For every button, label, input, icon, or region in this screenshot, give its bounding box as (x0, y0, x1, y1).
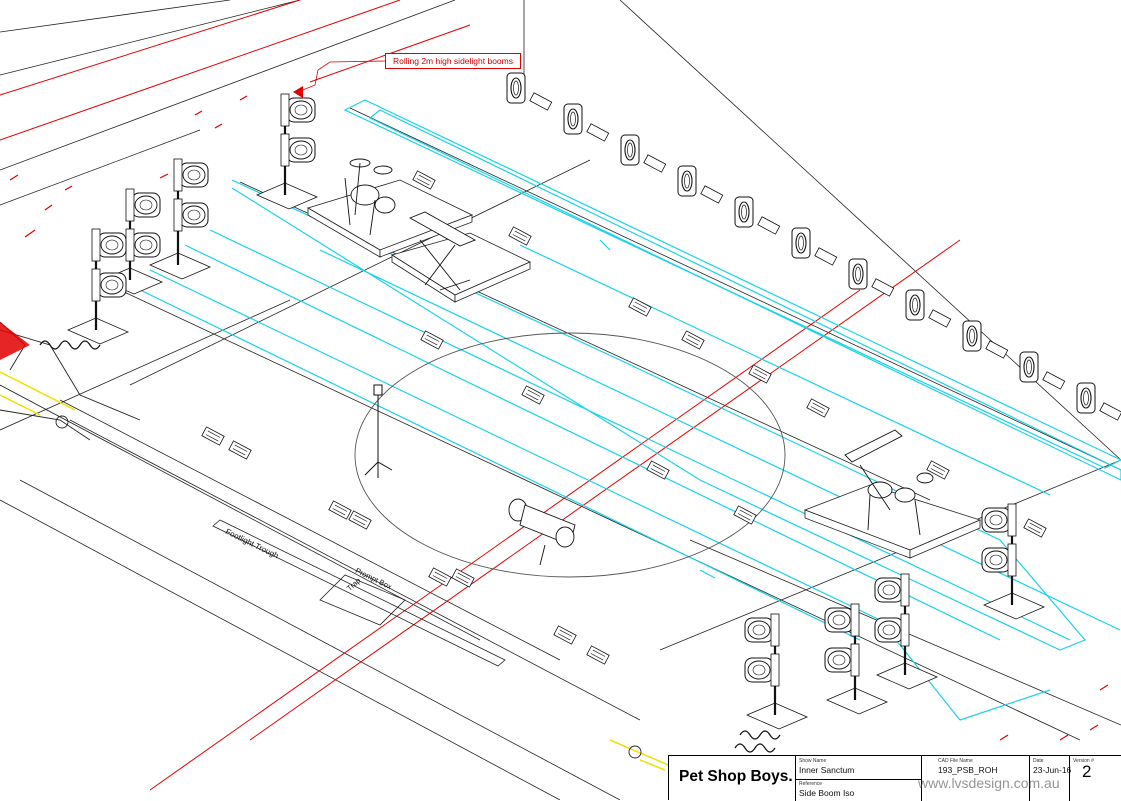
drum-kit-up (344, 158, 396, 236)
moving-light-fixture (1076, 382, 1121, 421)
floor-fixture (201, 426, 225, 446)
version-cell: Version # 2 (1069, 756, 1121, 801)
date-value: 23-Jun-16 (1033, 765, 1072, 775)
moving-light-fixture (905, 289, 952, 328)
floor-fixture (748, 364, 772, 384)
floor-fixture (228, 440, 252, 460)
sidelight-boom (744, 613, 809, 730)
squiggle-lines (39, 340, 781, 753)
version-value: 2 (1082, 762, 1092, 781)
sidelight-boom (874, 573, 939, 690)
moving-light-fixture (677, 165, 724, 204)
floor-fixture (508, 226, 532, 246)
centre-riser-prop (508, 498, 576, 566)
brand-title: Pet Shop Boys. (679, 768, 793, 785)
floor-fixture (1023, 518, 1047, 538)
centre-mic-stand (364, 384, 393, 478)
sidelight-booms (66, 93, 1046, 730)
moving-light-fixture (620, 134, 667, 173)
date-label: Date (1033, 758, 1044, 764)
floor-fixture (926, 460, 950, 480)
moving-light-fixture (791, 227, 838, 266)
moving-light-fixture (962, 320, 1009, 359)
floor-fixture (628, 297, 652, 317)
sidelight-boom (255, 93, 319, 210)
version-label: Version # (1073, 758, 1094, 764)
reference-label: Reference (799, 781, 823, 787)
moving-light-fixture (563, 103, 610, 142)
yellow-edge-lines (0, 371, 681, 771)
cad-label: CAD File Name (938, 758, 973, 764)
date-cell: Date 23-Jun-16 (1029, 756, 1072, 801)
sidelight-boom (66, 228, 130, 345)
red-wedge (0, 322, 30, 360)
cad-cell: CAD File Name 193_PSB_ROH (921, 756, 1029, 801)
callout-sidelight-booms: Rolling 2m high sidelight booms (385, 53, 521, 69)
reference-value: Side Boom Iso (799, 788, 855, 798)
floor-fixture (733, 505, 757, 525)
cad-file-value: 193_PSB_ROH (938, 765, 998, 775)
floor-fixture (646, 460, 670, 480)
title-block: Pet Shop Boys. Show Name Inner Sanctum R… (668, 755, 1121, 801)
sidelight-boom (824, 603, 889, 715)
floor-fixture (521, 385, 545, 405)
moving-light-fixture (734, 196, 781, 235)
floor-fixtures (201, 170, 1047, 665)
platform-drums-down (803, 484, 982, 559)
floor-fixture (428, 567, 452, 587)
floor-fixture (328, 500, 352, 520)
moving-light-fixture (1019, 351, 1066, 390)
show-name-value: Inner Sanctum (799, 765, 855, 775)
floor-fixture (348, 510, 372, 530)
moving-light-fixture (848, 258, 895, 297)
keyboard-up (408, 211, 477, 291)
red-guide-lines (0, 0, 961, 791)
red-dash-marks (9, 95, 1109, 741)
platform-drums-up (307, 179, 531, 303)
floor-fixture (420, 330, 444, 350)
floor-fixture (451, 568, 475, 588)
callout-leader (297, 60, 386, 93)
watermark-text: www.lvsdesign.com.au (918, 775, 1060, 791)
floor-fixture (586, 645, 610, 665)
moving-lights-upstage (506, 72, 1121, 421)
sidelight-boom (148, 158, 212, 280)
floor-fixture (553, 625, 577, 645)
drum-kit-down (844, 429, 934, 536)
footlight-trough (212, 519, 506, 667)
sidelight-boom (981, 503, 1046, 620)
revolve-circle (354, 332, 786, 578)
show-name-label: Show Name (799, 758, 827, 764)
floor-fixture (681, 330, 705, 350)
moving-light-fixture (506, 72, 553, 111)
show-info-cell: Show Name Inner Sanctum Reference Side B… (795, 756, 922, 801)
proscenium-edge (0, 321, 642, 759)
callout-arrowhead (293, 86, 303, 98)
floor-fixture (806, 398, 830, 418)
floor-fixture (412, 170, 436, 190)
